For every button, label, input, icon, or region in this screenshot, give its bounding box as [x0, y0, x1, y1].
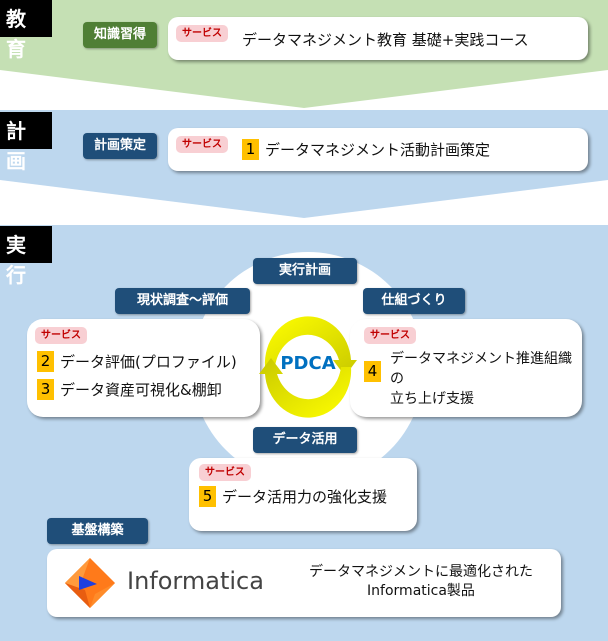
- category-infrastructure-building: 基盤構築: [47, 518, 148, 544]
- service-item-3: 3 データ資産可視化&棚卸: [37, 379, 222, 400]
- informatica-logo-text: Informatica: [127, 567, 264, 595]
- organization-service-card: サービス 4 データマネジメント推進組織の 立ち上げ支援: [350, 319, 582, 417]
- description-line1: データマネジメントに最適化された: [309, 564, 533, 580]
- utilization-service-card: サービス 5 データ活用力の強化支援: [189, 458, 417, 531]
- stage-data-utilization: データ活用: [253, 427, 357, 453]
- description-line2: Informatica製品: [367, 583, 475, 599]
- service-badge: サービス: [176, 25, 228, 42]
- number-badge: 1: [242, 139, 259, 160]
- number-badge: 2: [37, 351, 54, 372]
- number-badge: 5: [199, 486, 216, 507]
- stage-assessment: 現状調査～評価: [115, 288, 250, 314]
- category-knowledge-acquisition: 知識習得: [83, 22, 157, 48]
- informatica-description: データマネジメントに最適化された Informatica製品: [287, 563, 555, 601]
- planning-service-card: サービス 1 データマネジメント活動計画策定: [168, 128, 588, 171]
- phase-label-execution: 実行: [0, 226, 52, 287]
- service-item-text: データ資産可視化&棚卸: [60, 381, 222, 399]
- stage-mechanism-building: 仕組づくり: [363, 288, 465, 314]
- service-badge: サービス: [364, 327, 416, 344]
- planning-item-text: データマネジメント活動計画策定: [265, 141, 491, 159]
- phase-label-planning: 計画: [0, 112, 52, 173]
- number-badge: 4: [364, 361, 381, 382]
- service-item-5: 5 データ活用力の強化支援: [199, 486, 387, 507]
- informatica-logo-icon: [65, 558, 115, 608]
- phase-label-education: 教育: [0, 0, 52, 61]
- service-item-text: データ活用力の強化支援: [222, 488, 388, 506]
- service-badge: サービス: [35, 327, 87, 344]
- pdca-cycle-arrows-icon: [259, 316, 357, 418]
- informatica-card: Informatica データマネジメントに最適化された Informatica…: [47, 549, 561, 617]
- service-item-text: データマネジメント推進組織の 立ち上げ支援: [390, 349, 582, 409]
- assessment-service-card: サービス 2 データ評価(プロファイル) 3 データ資産可視化&棚卸: [27, 319, 260, 417]
- stage-execution-plan: 実行計画: [253, 258, 357, 284]
- service-badge: サービス: [176, 136, 228, 153]
- service-item-2: 2 データ評価(プロファイル): [37, 351, 237, 372]
- planning-item: 1 データマネジメント活動計画策定: [242, 139, 490, 160]
- pdca-label: PDCA: [280, 353, 336, 374]
- service-badge: サービス: [199, 464, 251, 481]
- service-item-line2: 立ち上げ支援: [390, 391, 474, 407]
- education-service-card: サービス データマネジメント教育 基礎+実践コース: [168, 17, 588, 60]
- education-course-text: データマネジメント教育 基礎+実践コース: [242, 31, 529, 49]
- service-item-line1: データマネジメント推進組織の: [390, 351, 572, 387]
- category-plan-formulation: 計画策定: [83, 133, 157, 159]
- number-badge: 3: [37, 379, 54, 400]
- service-item-text: データ評価(プロファイル): [60, 353, 237, 371]
